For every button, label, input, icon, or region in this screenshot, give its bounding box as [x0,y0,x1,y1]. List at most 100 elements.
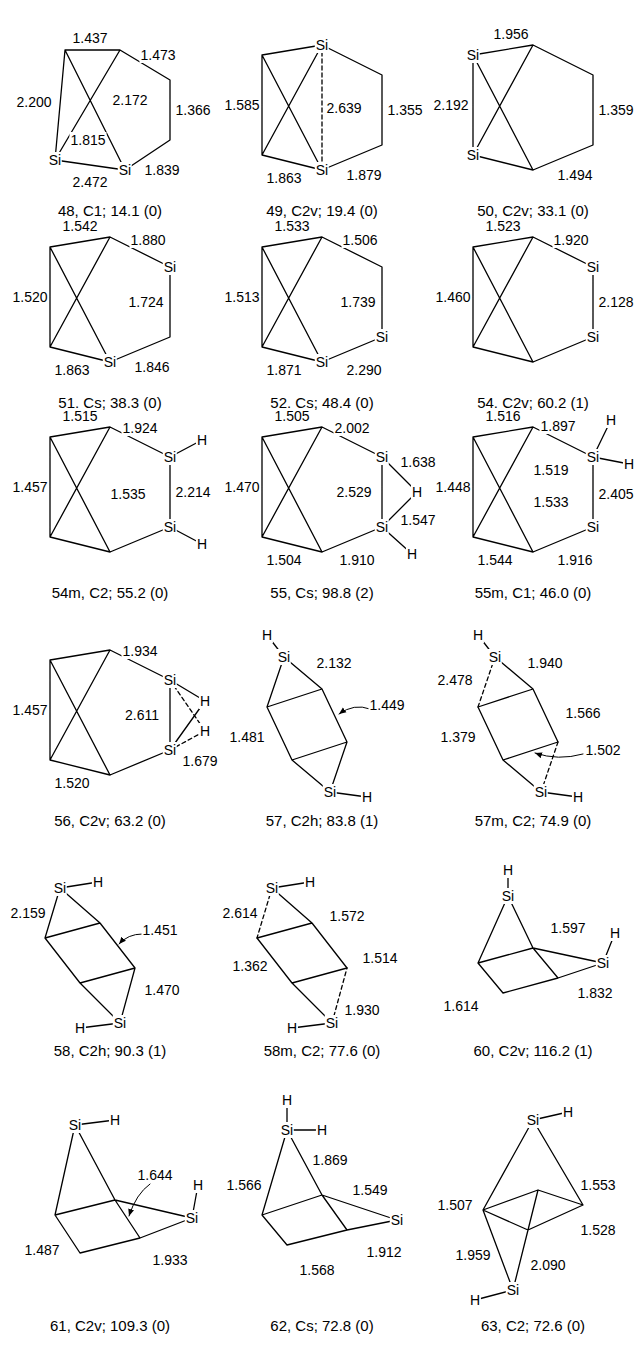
bond-length: 1.924 [121,420,158,436]
atom-label: H [469,1292,481,1308]
atom-label: Si [265,880,279,896]
bond-length: 1.815 [69,132,106,148]
bond-length: 1.362 [231,958,268,974]
compound-caption: 61, C2v; 109.3 (0) [49,1317,171,1334]
bond-length: 1.869 [311,1152,348,1168]
atom-label: H [199,693,211,709]
atom-label: H [562,1104,574,1120]
bond-lines [262,45,382,170]
atom-label: Si [586,449,600,465]
bond-lines [257,882,347,1028]
atom-label: Si [488,649,502,665]
bond-length: 1.597 [549,920,586,936]
bond-length: 1.514 [361,950,398,966]
bond-length: 1.940 [526,655,563,671]
atom-label: H [196,536,208,552]
bond-length: 1.457 [11,702,48,718]
atom-label: H [192,1177,204,1193]
atom-label: Si [390,1212,404,1228]
dashed-bond [478,657,558,792]
atom-label: Si [185,1210,199,1226]
bond-lines [55,1120,198,1253]
bond-lines [473,237,593,362]
atom-label: Si [466,147,480,163]
bond-length: 2.529 [335,484,372,500]
compound-caption: 60, C2v; 116.2 (1) [473,1042,594,1059]
bond-length: 1.494 [556,167,593,183]
atom-label: Si [315,162,329,178]
molecule-62 [262,1100,397,1245]
bond-lines [262,1100,397,1245]
bond-length: 1.451 [141,922,178,938]
bond-length: 1.568 [298,1262,335,1278]
bond-length: 1.504 [265,552,302,568]
compound-caption: 50, C2v; 33.1 (0) [476,202,590,219]
bond-length: 1.910 [338,552,375,568]
atom-label: Si [534,784,548,800]
bond-length: 1.724 [127,294,164,310]
atom-label: H [609,925,621,941]
bond-length: 1.535 [109,486,146,502]
atom-label: H [286,1020,298,1036]
atom-label: H [316,1122,328,1138]
molecule-58 [45,882,142,1028]
bond-length: 2.214 [174,484,211,500]
bond-length: 1.533 [532,494,569,510]
bond-length: 2.639 [325,100,362,116]
bond-length: 1.544 [476,552,513,568]
bond-length: 1.481 [228,729,265,745]
bond-length: 1.449 [368,697,405,713]
bond-length: 1.566 [225,1177,262,1193]
bond-length: 1.897 [539,418,576,434]
bond-length: 2.200 [15,94,52,110]
bond-length: 2.290 [345,362,382,378]
atom-label: Si [277,649,291,665]
atom-label: H [605,412,617,428]
compound-caption: 56, C2v; 63.2 (0) [53,812,167,829]
atom-label: Si [48,152,62,168]
molecule-48 [55,50,170,170]
compound-caption: 49, C2v; 19.4 (0) [265,202,379,219]
bond-length: 1.638 [399,454,436,470]
bond-length: 2.172 [111,92,148,108]
dashed-bond [321,45,322,170]
atom-label: Si [375,449,389,465]
bond-length: 1.912 [365,1244,402,1260]
bond-lines [55,50,170,170]
bond-length: 1.880 [129,232,166,248]
bond-length: 1.920 [552,232,589,248]
atom-label: Si [280,1122,294,1138]
atom-label: Si [315,37,329,53]
bond-length: 1.520 [11,289,48,305]
atom-label: Si [163,672,177,688]
bond-lines [267,635,367,797]
atom-label: H [411,484,423,500]
bond-lines [262,427,417,554]
bond-lines [45,882,135,1028]
bond-length: 1.549 [351,1182,388,1198]
hashed-bond [170,680,205,750]
bond-length: 1.355 [386,102,423,118]
bond-lines [50,237,170,362]
molecule-55 [262,427,417,554]
molecule-61 [55,1120,198,1253]
bond-length: 1.679 [181,753,218,769]
compound-caption: 57m, C2; 74.9 (0) [474,812,593,829]
compound-caption: 63, C2; 72.6 (0) [480,1317,586,1334]
compound-caption: 57, C2h; 83.8 (1) [265,812,380,829]
atom-label: Si [526,1112,540,1128]
bond-lines [478,635,578,797]
atom-label: Si [586,259,600,275]
bond-length: 1.473 [139,47,176,63]
bond-length: 1.448 [434,479,471,495]
bond-length: 1.956 [492,26,529,42]
bond-length: 1.507 [436,1197,473,1213]
bond-length: 1.457 [11,479,48,495]
atom-label: Si [163,742,177,758]
bond-length: 1.470 [223,479,260,495]
bond-length: 1.572 [328,908,365,924]
bond-length: 1.879 [345,167,382,183]
bond-length: 1.542 [61,218,98,234]
bond-length: 2.132 [315,655,352,671]
bond-length: 2.090 [529,1257,566,1273]
